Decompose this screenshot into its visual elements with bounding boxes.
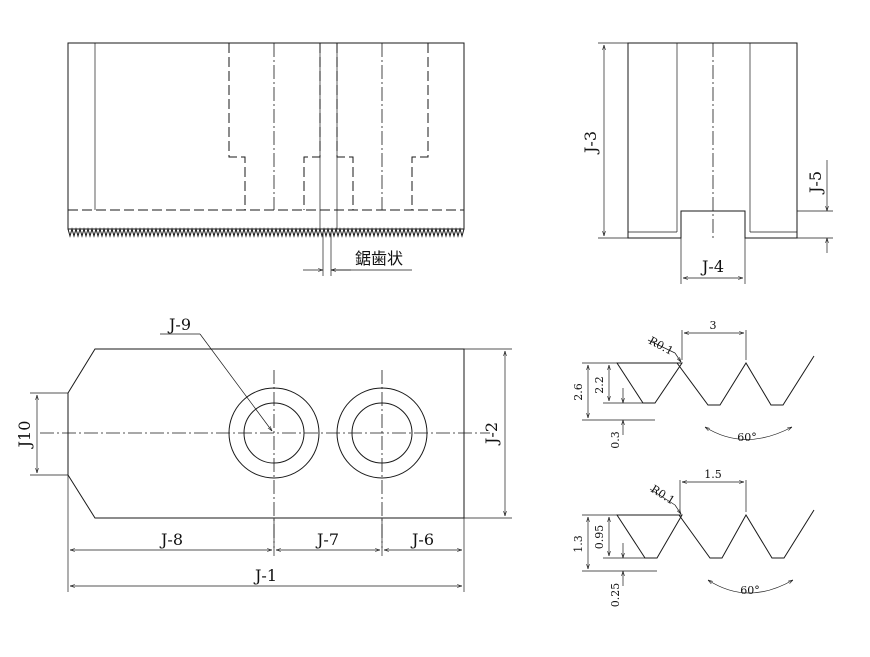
fine-radius-leader-a bbox=[649, 488, 676, 506]
counterbore-inner-right bbox=[351, 402, 413, 464]
fine-radius-leader-b bbox=[674, 504, 681, 514]
j5-label: J-5 bbox=[806, 171, 825, 195]
j6-label: J-6 bbox=[410, 530, 434, 549]
front-view: 鋸歯状 bbox=[67, 42, 465, 276]
coarse-angle-arc bbox=[705, 427, 792, 440]
j8-label: J-8 bbox=[159, 530, 183, 549]
fine-pitch-label: 1.5 bbox=[704, 468, 722, 481]
side-view-outline bbox=[627, 42, 798, 239]
coarse-radius-leader-a bbox=[647, 339, 676, 354]
counterbore-outer-right bbox=[336, 387, 428, 479]
front-view-outline bbox=[67, 42, 465, 230]
top-view: J-9 J10 J-2 J-8 J-7 J-6 J-1 bbox=[15, 315, 512, 592]
j3-label: J-3 bbox=[581, 131, 600, 155]
detail-coarse-serration: 3 R0.1 2.6 2.2 0.3 60° bbox=[572, 319, 815, 449]
coarse-angle-label: 60° bbox=[737, 431, 757, 444]
fine-tooth-height-label: 0.95 bbox=[593, 525, 606, 550]
fine-tooth-profile bbox=[616, 514, 683, 559]
coarse-radius-leader-b bbox=[674, 352, 681, 362]
coarse-serration-profile bbox=[676, 355, 815, 406]
fine-angle-arc bbox=[708, 580, 793, 594]
j4-label: J-4 bbox=[700, 257, 724, 276]
coarse-radius-label: R0.1 bbox=[647, 334, 676, 358]
top-view-outline bbox=[67, 348, 465, 519]
counterbore-outer-left bbox=[228, 387, 320, 479]
coarse-tooth-height-label: 2.2 bbox=[593, 376, 606, 394]
counterbore-inner-left bbox=[243, 402, 305, 464]
hidden-hole-left bbox=[228, 43, 321, 210]
coarse-gap-label: 0.3 bbox=[609, 431, 622, 449]
serration-teeth bbox=[67, 227, 465, 238]
j9-leader-arrow bbox=[199, 333, 272, 431]
j10-label: J10 bbox=[15, 421, 34, 450]
hidden-hole-right bbox=[336, 43, 429, 210]
side-view: J-3 J-4 J-5 bbox=[581, 42, 833, 284]
j1-label: J-1 bbox=[253, 566, 277, 585]
serration-label: 鋸歯状 bbox=[355, 249, 403, 268]
fine-gap-label: 0.25 bbox=[609, 583, 622, 608]
j2-label: J-2 bbox=[482, 422, 501, 446]
detail-fine-serration: 1.5 R0.1 1.3 0.95 0.25 60° bbox=[572, 468, 815, 608]
fine-total-height-label: 1.3 bbox=[572, 535, 585, 553]
j7-label: J-7 bbox=[315, 530, 339, 549]
fine-serration-profile bbox=[678, 509, 815, 559]
coarse-tooth-profile bbox=[616, 362, 683, 404]
j9-label: J-9 bbox=[167, 315, 191, 334]
fine-angle-label: 60° bbox=[740, 584, 760, 597]
coarse-pitch-label: 3 bbox=[710, 319, 717, 332]
coarse-total-height-label: 2.6 bbox=[572, 383, 585, 401]
